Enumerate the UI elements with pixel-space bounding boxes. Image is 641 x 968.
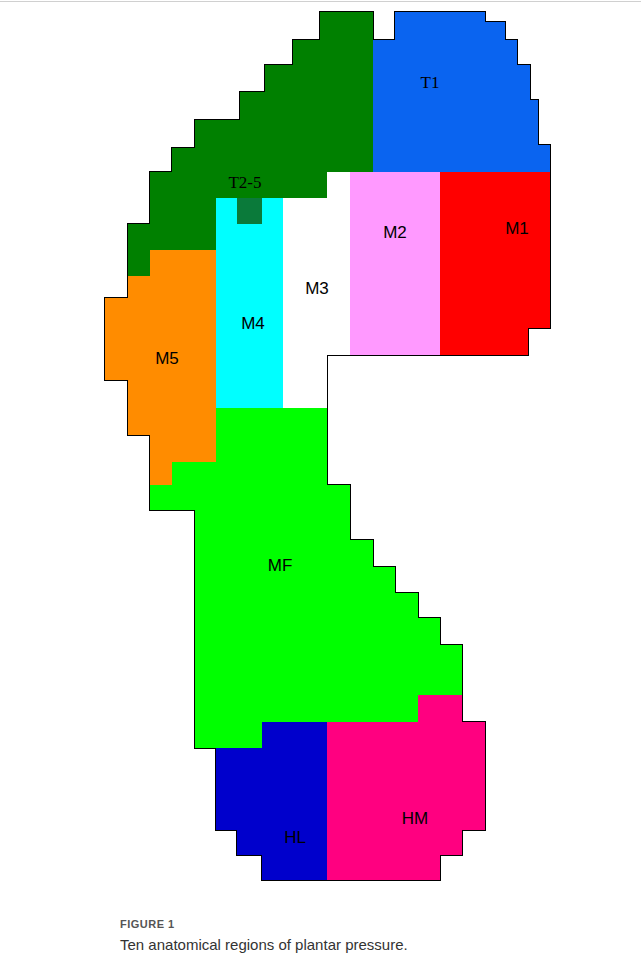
region-label: M3 — [305, 280, 329, 297]
plantar-region: M5 — [105, 250, 216, 485]
region-outline — [350, 172, 440, 355]
plantar-region: M1 — [440, 172, 550, 355]
region-shape — [216, 722, 327, 880]
region-fill — [350, 172, 440, 355]
region-outline — [105, 250, 216, 485]
region-label: HM — [402, 810, 428, 827]
region-shape — [440, 172, 550, 355]
region-fill — [216, 722, 327, 880]
region-label: M1 — [505, 220, 529, 237]
region-outline — [283, 172, 350, 408]
plantar-region: MF — [150, 408, 462, 748]
plantar-region: HL — [216, 722, 327, 880]
region-shape — [373, 12, 550, 172]
region-label: T2-5 — [228, 174, 261, 191]
region-shape — [350, 172, 440, 355]
region-label: MF — [268, 557, 293, 574]
region-label: T1 — [421, 74, 440, 91]
region-shape — [150, 408, 462, 748]
figure-number: FIGURE 1 — [120, 918, 175, 930]
region-fill — [327, 695, 485, 880]
region-shape — [216, 198, 283, 408]
region-fill — [373, 12, 550, 172]
region-fill — [283, 172, 350, 408]
region-fill — [105, 250, 216, 485]
region-outline — [373, 12, 550, 172]
plantar-region: HM — [327, 695, 485, 880]
plantar-region: T1 — [373, 12, 550, 172]
region-outline — [327, 695, 485, 880]
plantar-region: M3 — [283, 172, 350, 408]
region-outline — [440, 172, 550, 355]
region-fill — [216, 198, 283, 408]
top-rule — [0, 1, 641, 2]
region-label: HL — [284, 829, 306, 846]
region-outline — [216, 198, 283, 408]
overlap-patch — [237, 198, 262, 224]
figure-caption: Ten anatomical regions of plantar pressu… — [120, 936, 408, 953]
region-shape — [105, 250, 216, 485]
region-label: M2 — [383, 224, 407, 241]
region-fill — [150, 408, 462, 748]
region-label: M4 — [241, 315, 265, 332]
plantar-region: M4 — [216, 198, 283, 408]
plantar-region: M2 — [350, 172, 440, 355]
region-shape — [327, 695, 485, 880]
region-label: M5 — [155, 350, 179, 367]
region-fill — [440, 172, 550, 355]
